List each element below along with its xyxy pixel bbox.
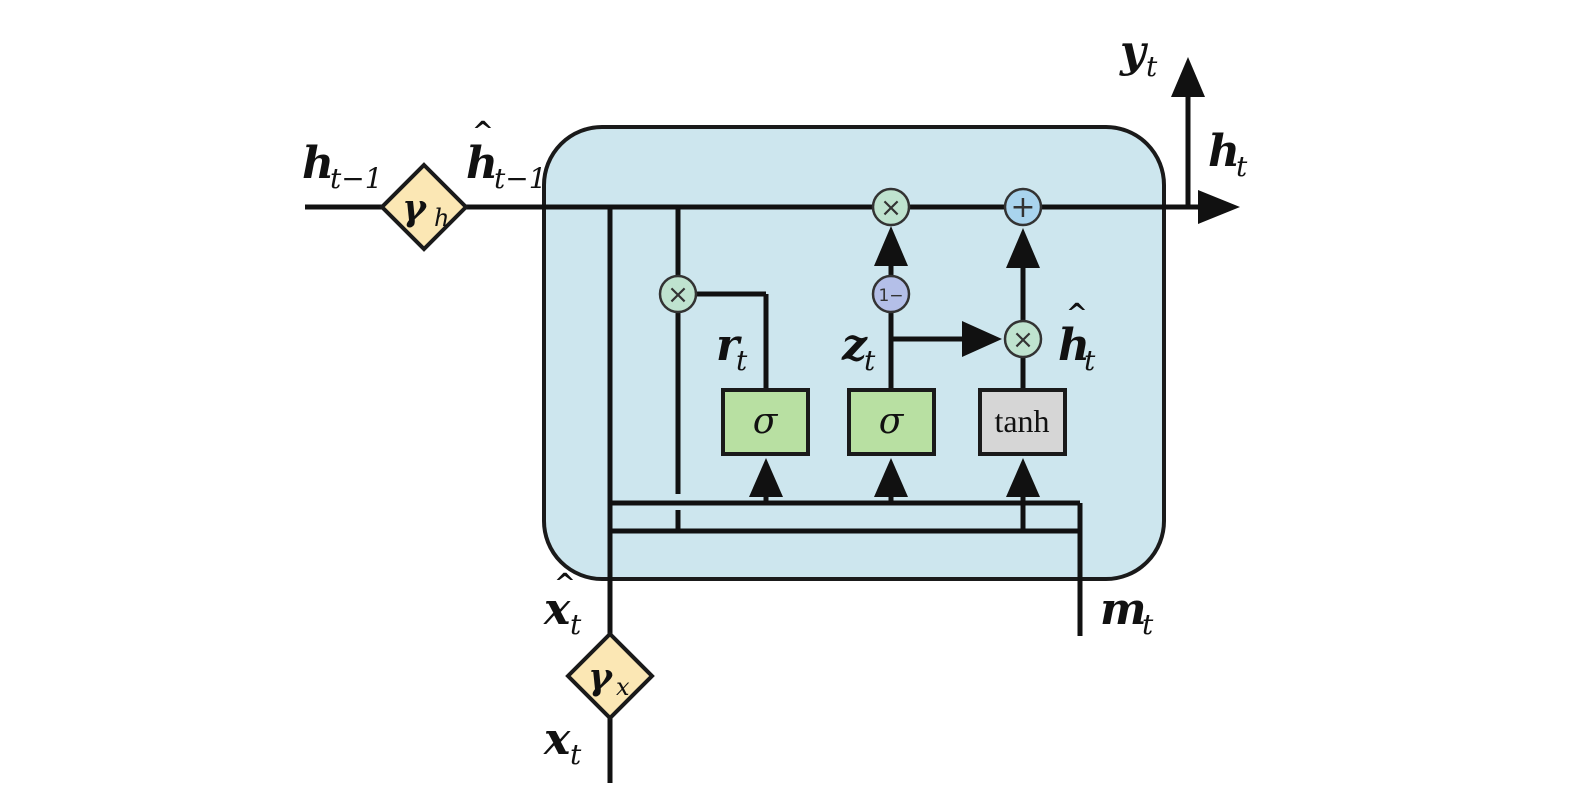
label-x-hat-t: ^ x t	[543, 569, 582, 641]
svg-text:r: r	[716, 320, 742, 371]
svg-text:t: t	[1142, 608, 1154, 641]
candidate-gate-label: tanh	[994, 403, 1049, 439]
gamma-h-subscript: h	[434, 204, 449, 232]
update-gate-arrowhead	[874, 458, 908, 497]
svg-text:x: x	[543, 584, 571, 635]
svg-text:^: ^	[472, 117, 494, 147]
update-gate-symbol: σ	[879, 401, 905, 442]
svg-text:^: ^	[554, 569, 576, 599]
svg-text:t: t	[864, 344, 876, 377]
label-h-hat-t: ^ h t	[1058, 299, 1096, 377]
one-minus-arrowhead	[874, 226, 908, 266]
candidate-multiply-icon: ×	[1012, 325, 1034, 355]
output-h-arrowhead	[1198, 190, 1240, 224]
reset-multiply-icon: ×	[667, 280, 689, 310]
label-h-prev: h t−1	[302, 138, 383, 195]
z-candidate-arrowhead	[962, 321, 1002, 357]
one-minus-label: 1−	[878, 286, 903, 306]
svg-text:t: t	[736, 344, 748, 377]
svg-text:t: t	[570, 608, 582, 641]
input-decay-node: γ x	[565, 631, 655, 721]
add-node: +	[1003, 187, 1043, 227]
add-icon: +	[1010, 190, 1035, 225]
svg-text:m: m	[1100, 584, 1147, 635]
candidate-add-arrowhead	[1006, 228, 1040, 268]
svg-text:t−1: t−1	[494, 162, 547, 195]
cell-body	[542, 125, 1166, 581]
y-output-arrowhead	[1171, 57, 1205, 97]
gamma-x-symbol: γ	[588, 656, 614, 698]
svg-text:^: ^	[1066, 299, 1088, 329]
label-h-t: h t	[1208, 126, 1248, 183]
svg-text:h: h	[1208, 126, 1240, 177]
label-m-t: m t	[1100, 584, 1154, 641]
update-gate: σ	[847, 388, 936, 456]
update-multiply-node: ×	[871, 187, 911, 227]
label-x-t: x t	[543, 714, 582, 771]
label-y-t: y t	[1119, 26, 1158, 83]
svg-text:t: t	[1084, 344, 1096, 377]
svg-text:t: t	[1236, 150, 1248, 183]
svg-text:h: h	[466, 138, 498, 189]
svg-text:y: y	[1119, 26, 1149, 77]
reset-multiply-node: ×	[658, 274, 698, 314]
svg-text:t−1: t−1	[330, 162, 383, 195]
one-minus-node: 1−	[871, 274, 911, 314]
label-z-t: z t	[841, 320, 876, 377]
hidden-decay-node: γ h	[379, 162, 469, 252]
candidate-gate: tanh	[978, 388, 1067, 456]
reset-gate-arrowhead	[749, 458, 783, 497]
candidate-multiply-node: ×	[1003, 319, 1043, 359]
gamma-x-subscript: x	[616, 673, 630, 701]
svg-text:t: t	[570, 738, 582, 771]
svg-text:z: z	[841, 320, 868, 371]
reset-gate-symbol: σ	[753, 401, 779, 442]
svg-text:h: h	[1058, 320, 1090, 371]
label-h-hat-prev: ^ h t−1	[466, 117, 547, 195]
candidate-arrowhead	[1006, 458, 1040, 497]
gamma-h-symbol: γ	[402, 187, 428, 229]
svg-text:t: t	[1146, 50, 1158, 83]
reset-gate: σ	[721, 388, 810, 456]
label-r-t: r t	[716, 320, 748, 377]
svg-text:h: h	[302, 138, 334, 189]
update-multiply-icon: ×	[880, 193, 902, 223]
svg-text:x: x	[543, 714, 571, 765]
